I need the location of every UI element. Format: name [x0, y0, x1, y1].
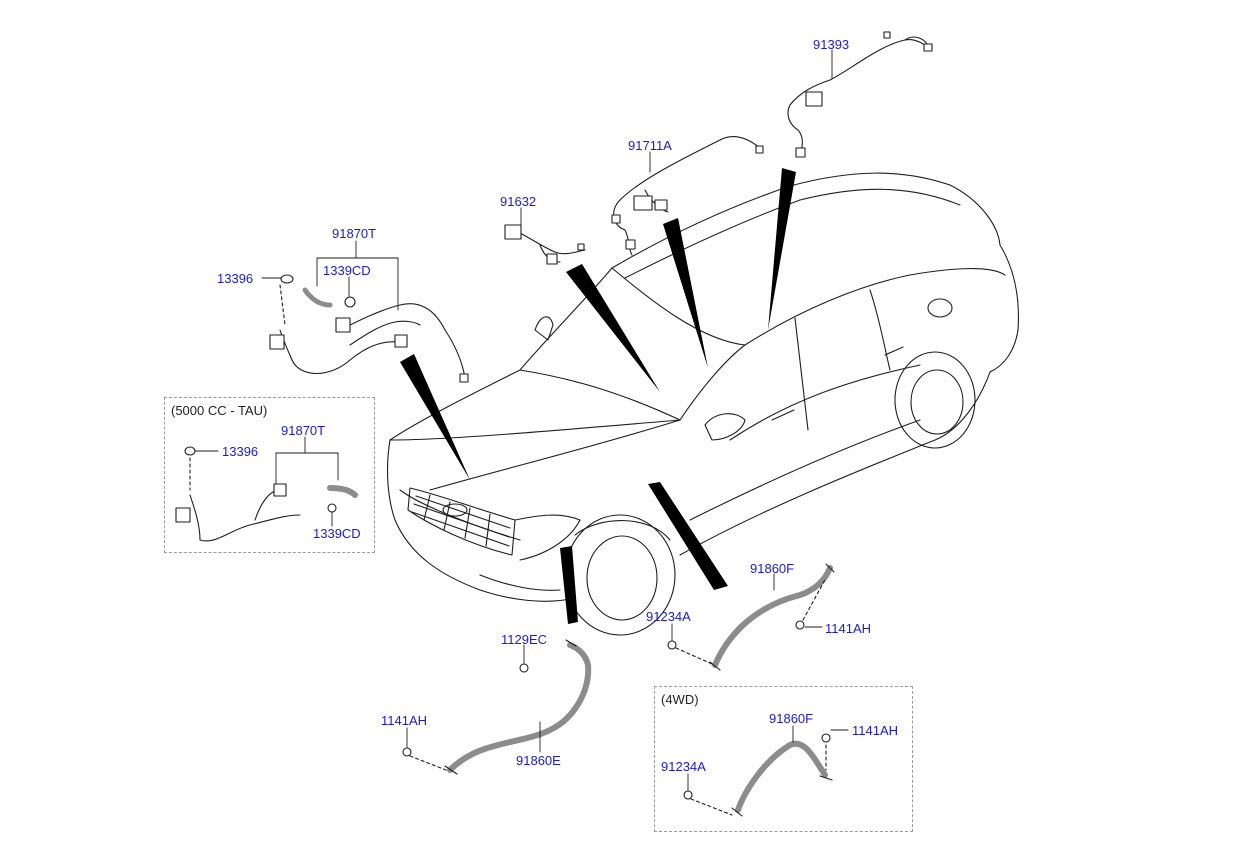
cable-91860F-main: [667, 563, 835, 671]
location-pointer-wedges: [400, 168, 796, 624]
variant-box-4wd: (4WD): [654, 686, 913, 832]
cable-91860E: [402, 639, 592, 775]
cable-91860F-4wd: [683, 733, 833, 817]
part-label-91711A[interactable]: 91711A: [628, 138, 672, 153]
part-label-91393[interactable]: 91393: [813, 37, 850, 52]
harness-91870T-main: [269, 274, 469, 383]
part-label-91860F-4wd[interactable]: 91860F: [769, 711, 814, 726]
part-label-1141AH-4wd[interactable]: 1141AH: [852, 723, 899, 738]
part-label-1129EC[interactable]: 1129EC: [501, 632, 548, 647]
car-body-outline: [387, 172, 1019, 636]
part-label-91860E[interactable]: 91860E: [516, 753, 561, 768]
part-label-91234A[interactable]: 91234A: [646, 609, 691, 624]
part-label-91870T-tau[interactable]: 91870T: [281, 423, 326, 438]
harness-91393: [787, 31, 933, 158]
harness-91711A: [611, 136, 764, 256]
part-label-13396-tau[interactable]: 13396: [222, 444, 259, 459]
part-label-1339CD-tau[interactable]: 1339CD: [313, 526, 361, 541]
leader-lines: [194, 49, 849, 792]
variant-box-title: (4WD): [661, 692, 699, 707]
part-label-91870T[interactable]: 91870T: [332, 226, 377, 241]
part-label-1141AH-lower[interactable]: 1141AH: [381, 713, 428, 728]
part-label-13396[interactable]: 13396: [217, 271, 254, 286]
harness-91870T-tau: [175, 446, 358, 542]
part-label-1339CD[interactable]: 1339CD: [323, 263, 371, 278]
part-label-91234A-4wd[interactable]: 91234A: [661, 759, 706, 774]
part-label-91632[interactable]: 91632: [500, 194, 537, 209]
part-label-91860F[interactable]: 91860F: [750, 561, 795, 576]
harness-91632: [504, 224, 586, 265]
variant-box-tau: (5000 CC - TAU): [164, 397, 375, 553]
variant-box-title: (5000 CC - TAU): [171, 403, 268, 418]
part-label-1141AH[interactable]: 1141AH: [825, 621, 872, 636]
